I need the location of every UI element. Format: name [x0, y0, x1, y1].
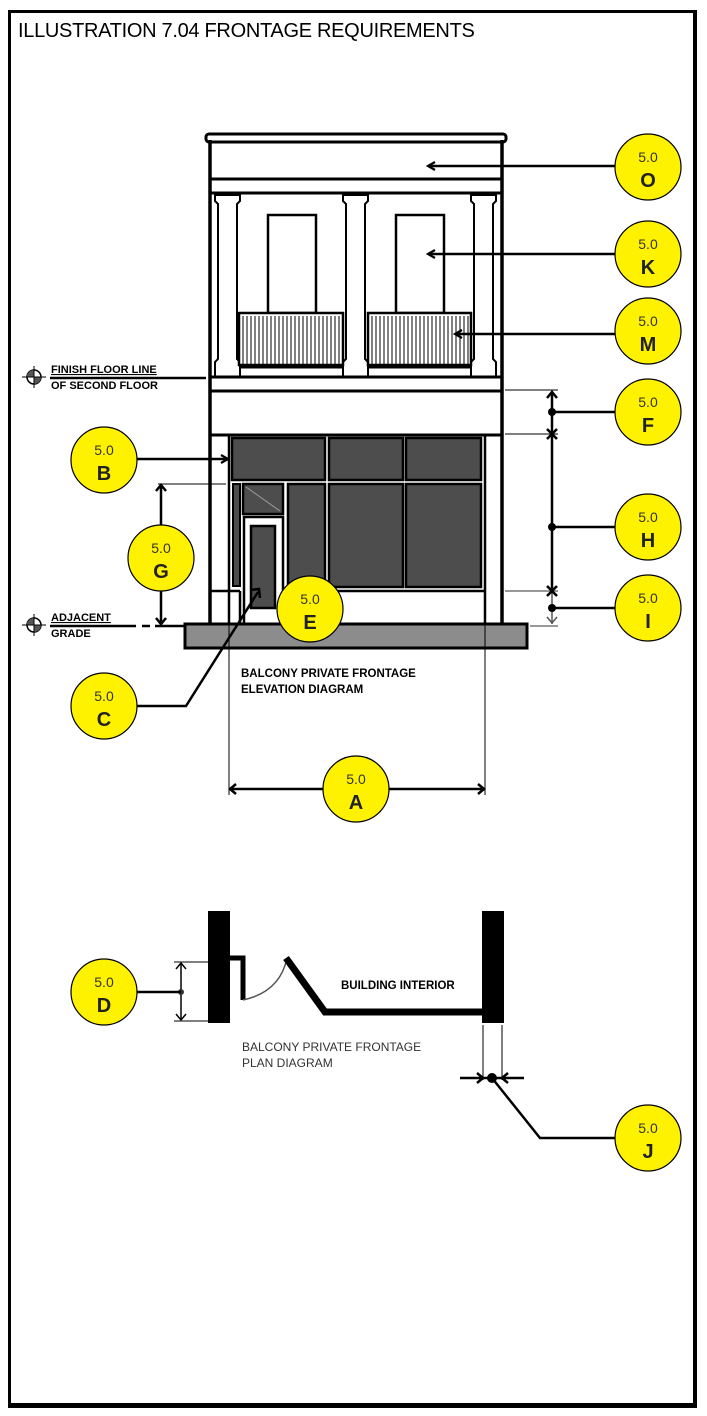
callout-bubble	[614, 133, 682, 201]
callout-o: 5.0O	[614, 133, 682, 201]
plan-caption-2: PLAN DIAGRAM	[242, 1056, 333, 1070]
display-window-1	[327, 482, 405, 589]
leader-c-arrow	[249, 587, 262, 599]
callout-g: 5.0G	[127, 524, 195, 592]
building-interior-label: BUILDING INTERIOR	[341, 980, 455, 992]
callout-letter: A	[349, 792, 363, 814]
callout-e: 5.0E	[276, 575, 344, 643]
sidewalk-grade	[183, 622, 529, 650]
adjacent-grade-label-1: ADJACENT	[51, 612, 111, 624]
callout-letter: F	[642, 415, 654, 437]
transom-window-1	[230, 436, 327, 482]
plan-diagram	[120, 911, 618, 1140]
callout-letter: E	[303, 612, 316, 634]
callout-bubble	[322, 755, 390, 823]
callout-i: 5.0I	[614, 574, 682, 642]
plan-wall-left	[208, 911, 230, 1023]
leader-c	[135, 591, 260, 708]
callout-section-number: 5.0	[346, 771, 366, 787]
callout-section-number: 5.0	[94, 688, 114, 704]
callout-bubble	[614, 378, 682, 446]
callout-letter: J	[642, 1141, 653, 1163]
callout-bubble	[276, 575, 344, 643]
dimension-f-h-i	[505, 389, 628, 627]
adjacent-grade-marker	[22, 614, 185, 636]
callout-bubble	[614, 493, 682, 561]
callout-bubble	[70, 958, 138, 1026]
callout-bubble	[127, 524, 195, 592]
callout-section-number: 5.0	[94, 974, 114, 990]
plan-caption-1: BALCONY PRIVATE FRONTAGE	[242, 1040, 421, 1054]
callout-section-number: 5.0	[638, 149, 658, 165]
callout-bubble	[614, 297, 682, 365]
plan-storefront-wall	[283, 955, 484, 1016]
balcony-railing-left	[237, 311, 345, 369]
callout-section-number: 5.0	[638, 1120, 658, 1136]
door-transom-glint	[245, 486, 281, 512]
callout-section-number: 5.0	[638, 236, 658, 252]
callout-letter: I	[645, 611, 651, 633]
callout-section-number: 5.0	[151, 540, 171, 556]
callout-letter: K	[641, 257, 656, 279]
adjacent-grade-label-2: GRADE	[51, 628, 91, 640]
callout-section-number: 5.0	[638, 590, 658, 606]
callout-m: 5.0M	[614, 297, 682, 365]
elevation-caption-2: ELEVATION DIAGRAM	[241, 684, 363, 696]
callout-j: 5.0J	[614, 1104, 682, 1172]
callout-c: 5.0C	[70, 672, 138, 740]
callout-bubble	[614, 1104, 682, 1172]
finish-floor-label-2: OF SECOND FLOOR	[51, 380, 158, 392]
entry-door-glass	[249, 524, 277, 610]
callout-section-number: 5.0	[638, 394, 658, 410]
cornice-cap	[204, 132, 508, 144]
callout-h: 5.0H	[614, 493, 682, 561]
callout-bubble	[614, 220, 682, 288]
callout-k: 5.0K	[614, 220, 682, 288]
plan-wall-right	[482, 911, 504, 1023]
column-left	[214, 194, 241, 378]
callout-bubble	[614, 574, 682, 642]
transom-window-2	[327, 436, 405, 482]
callout-letter: D	[97, 995, 111, 1017]
finish-floor-marker	[22, 366, 206, 388]
callout-bubble	[70, 426, 138, 494]
sidelight-window	[286, 482, 327, 589]
elevation-caption-1: BALCONY PRIVATE FRONTAGE	[241, 668, 416, 680]
plan-door-swing	[242, 957, 288, 1001]
callout-a: 5.0A	[322, 755, 390, 823]
callout-section-number: 5.0	[638, 509, 658, 525]
callout-bubble	[70, 672, 138, 740]
balcony-door-left	[266, 213, 318, 315]
callout-section-number: 5.0	[300, 591, 320, 607]
column-right	[470, 194, 497, 378]
narrow-sidelight	[232, 483, 241, 587]
illustration-title: ILLUSTRATION 7.04 FRONTAGE REQUIREMENTS	[18, 20, 475, 42]
callout-letter: O	[640, 170, 656, 192]
plan-door-jamb	[230, 955, 246, 1000]
balcony-door-right	[394, 213, 446, 315]
callout-letter: H	[641, 530, 655, 552]
balcony-railing-right	[366, 311, 473, 369]
transom-window-3	[404, 436, 483, 482]
callout-d: 5.0D	[70, 958, 138, 1026]
illustration-frame	[8, 10, 697, 1408]
callout-b: 5.0B	[70, 426, 138, 494]
finish-floor-label-1: FINISH FLOOR LINE	[51, 364, 157, 376]
column-center	[342, 194, 369, 378]
callout-f: 5.0F	[614, 378, 682, 446]
callout-section-number: 5.0	[638, 313, 658, 329]
callout-section-number: 5.0	[94, 442, 114, 458]
callout-letter: B	[97, 463, 111, 485]
leader-j	[491, 1077, 618, 1140]
callout-letter: M	[640, 334, 657, 356]
display-window-2	[404, 482, 483, 589]
callout-letter: G	[153, 561, 169, 583]
building-elevation	[183, 132, 529, 650]
callout-letter: C	[97, 709, 111, 731]
